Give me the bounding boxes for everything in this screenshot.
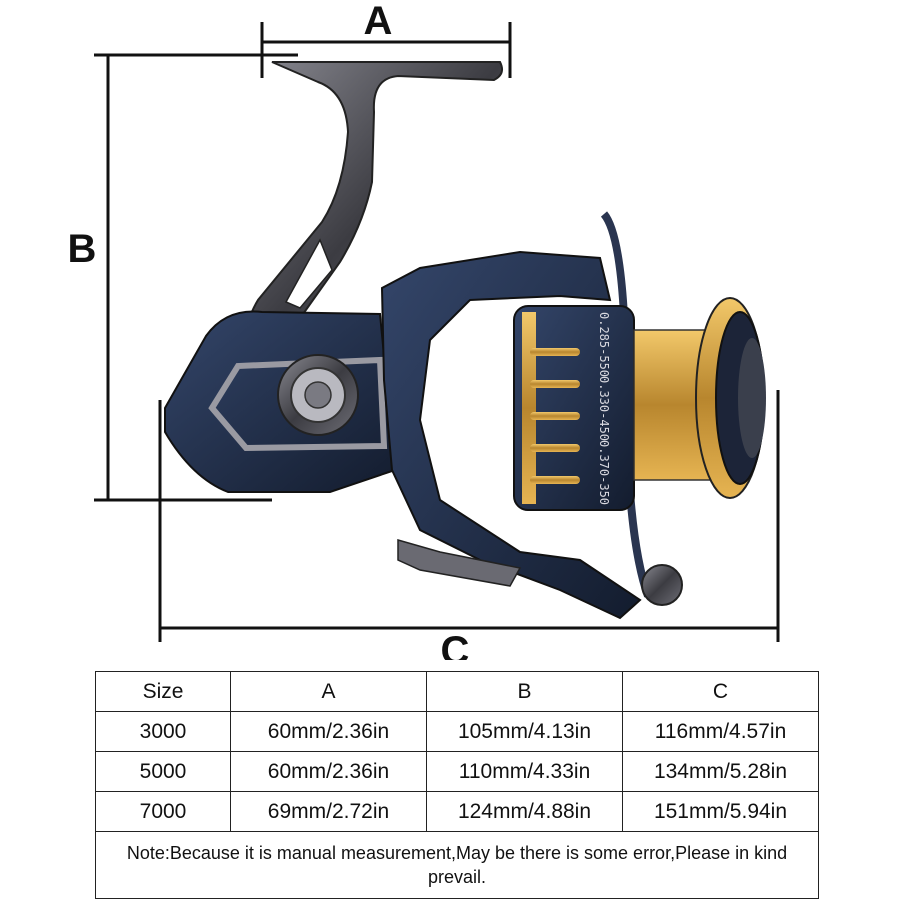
- drag-knob: [277, 354, 359, 436]
- header-c: C: [622, 671, 819, 712]
- table-row: 7000 69mm/2.72in 124mm/4.88in 151mm/5.94…: [95, 791, 819, 832]
- a-cell: 60mm/2.36in: [230, 711, 427, 752]
- dimension-lines: [94, 22, 780, 642]
- size-cell: 5000: [95, 751, 231, 792]
- handle-arm-cutout: [284, 238, 333, 309]
- b-cell: 105mm/4.13in: [426, 711, 623, 752]
- spool-print-line1: 0.285-550: [597, 312, 611, 377]
- reel-rotor: [380, 250, 642, 620]
- header-size: Size: [95, 671, 231, 712]
- spool-print-line2: 0.330-450: [597, 376, 611, 441]
- size-table: Size A B C 3000 60mm/2.36in 105mm/4.13in…: [95, 671, 819, 899]
- reel-handle-arm: [246, 61, 503, 354]
- header-b: B: [426, 671, 623, 712]
- spool-print-line3: 0.370-350: [597, 440, 611, 505]
- b-cell: 124mm/4.88in: [426, 791, 623, 832]
- spool: 0.285-550 0.330-450 0.370-350: [513, 297, 766, 511]
- a-cell: 60mm/2.36in: [230, 751, 427, 792]
- reel-body-trim: [208, 356, 388, 452]
- note-row: Note:Because it is manual measurement,Ma…: [95, 831, 819, 899]
- measurement-note: Note:Because it is manual measurement,Ma…: [95, 831, 819, 899]
- c-cell: 151mm/5.94in: [622, 791, 819, 832]
- line-roller: [641, 564, 683, 606]
- size-cell: 7000: [95, 791, 231, 832]
- reel-dimension-figure: 0.285-550 0.330-450 0.370-350 A B C: [68, 0, 780, 660]
- b-cell: 110mm/4.33in: [426, 751, 623, 792]
- table-header-row: Size A B C: [95, 671, 819, 712]
- header-a: A: [230, 671, 427, 712]
- fishing-reel-image: 0.285-550 0.330-450 0.370-350: [164, 61, 766, 620]
- table-row: 5000 60mm/2.36in 110mm/4.33in 134mm/5.28…: [95, 751, 819, 792]
- reel-foot: [397, 539, 522, 587]
- table-row: 3000 60mm/2.36in 105mm/4.13in 116mm/4.57…: [95, 711, 819, 752]
- a-cell: 69mm/2.72in: [230, 791, 427, 832]
- dimension-c-label: C: [441, 629, 470, 660]
- c-cell: 134mm/5.28in: [622, 751, 819, 792]
- dimension-a-label: A: [364, 0, 393, 43]
- c-cell: 116mm/4.57in: [622, 711, 819, 752]
- size-cell: 3000: [95, 711, 231, 752]
- dimension-b-label: B: [68, 227, 97, 271]
